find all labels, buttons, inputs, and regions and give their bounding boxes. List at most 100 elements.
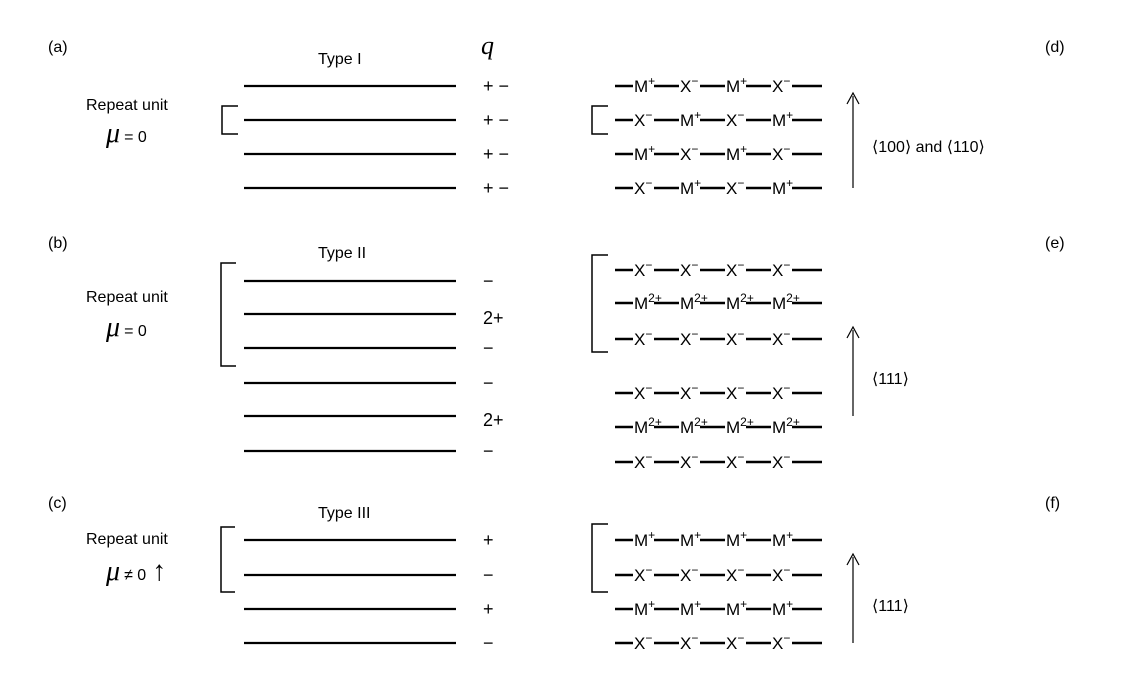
layer-charge: + −: [483, 144, 509, 164]
ion-label: M+: [726, 528, 747, 550]
dipole-label-1: μ= 0: [105, 118, 147, 149]
ion-label: X−: [634, 563, 652, 585]
ion-label: X−: [634, 108, 652, 130]
ion-label: M+: [680, 176, 701, 198]
ion-label: X−: [680, 631, 698, 653]
ion-label: X−: [726, 381, 744, 403]
ion-label: X−: [772, 450, 790, 472]
ion-label: M+: [680, 108, 701, 130]
ion-label: X−: [680, 74, 698, 96]
type-title-1: Type I: [318, 51, 362, 68]
ion-row: X−X−X−X−: [615, 327, 822, 349]
ion-label: M+: [680, 597, 701, 619]
ion-row: X−X−X−X−: [615, 258, 822, 280]
panel-label-a: (a): [48, 39, 68, 56]
ion-label: M2+: [726, 291, 754, 313]
layer-charge: −: [483, 565, 494, 585]
ion-bracket-1: [591, 105, 608, 135]
layer-charge: 2+: [483, 410, 504, 430]
ion-row: M2+M2+M2+M2+: [615, 291, 822, 313]
ion-label: M+: [726, 142, 747, 164]
ion-label: M+: [726, 597, 747, 619]
arrow-head-icon: [846, 552, 860, 566]
ion-label: X−: [680, 563, 698, 585]
ion-label: M+: [772, 108, 793, 130]
panel-label-b: (b): [48, 235, 68, 252]
ion-label: X−: [726, 258, 744, 280]
arrow-head-icon: [846, 91, 860, 105]
repeat-unit-label-3: Repeat unit: [86, 531, 168, 548]
ion-row: M2+M2+M2+M2+: [615, 415, 822, 437]
ion-row: M+X−M+X−: [615, 142, 822, 164]
ion-label: M+: [634, 528, 655, 550]
ion-label: X−: [726, 450, 744, 472]
ion-label: X−: [772, 563, 790, 585]
ion-label: X−: [772, 631, 790, 653]
layer-charge: −: [483, 373, 494, 393]
ion-label: M2+: [680, 291, 708, 313]
repeat-bracket-1: [221, 105, 238, 135]
ion-label: X−: [634, 258, 652, 280]
ion-label: X−: [772, 74, 790, 96]
ion-label: X−: [772, 142, 790, 164]
layer-charge: −: [483, 338, 494, 358]
ion-label: X−: [772, 258, 790, 280]
crystal-direction-3: ⟨111⟩: [872, 598, 909, 615]
ion-bracket-2: [591, 254, 608, 353]
ion-row: X− X− X− X−: [615, 381, 822, 403]
dipole-label-2: μ= 0: [105, 312, 147, 343]
ion-row: M+M+M+M+: [615, 528, 822, 550]
ion-label: M+: [772, 528, 793, 550]
ion-label: X−: [634, 327, 652, 349]
ion-label: X−: [726, 108, 744, 130]
charge-header: q: [481, 31, 494, 60]
type-title-3: Type III: [318, 505, 370, 522]
repeat-unit-label-1: Repeat unit: [86, 97, 168, 114]
ion-label: X−: [634, 450, 652, 472]
ion-label: M2+: [680, 415, 708, 437]
panel-label-d: (d): [1045, 39, 1065, 56]
ion-label: X−: [634, 176, 652, 198]
ion-label: X−: [680, 450, 698, 472]
ion-stack-2: X−X−X−X− M2+M2+M2+M2+ X−X−X−X− X−X−X−X− …: [615, 258, 822, 472]
ion-row: X− X− X− X−: [615, 631, 822, 653]
arrow-head-icon: [846, 325, 860, 339]
ion-stack-1: M+ X− M+ X− X− M+ X− M+ M+ X− M+ X− X− M+ X− M+: [615, 74, 822, 198]
ion-label: X−: [726, 327, 744, 349]
ion-label: X−: [726, 631, 744, 653]
type-title-2: Type II: [318, 245, 366, 262]
panel-label-e: (e): [1045, 235, 1065, 252]
ion-label: M2+: [634, 415, 662, 437]
ion-label: M2+: [634, 291, 662, 313]
repeat-bracket-3: [220, 526, 235, 593]
crystal-direction-2: ⟨111⟩: [872, 371, 909, 388]
layer-charge: + −: [483, 76, 509, 96]
ion-label: X−: [726, 176, 744, 198]
panel-label-c: (c): [48, 495, 67, 512]
ion-label: M+: [772, 176, 793, 198]
ion-label: X−: [772, 381, 790, 403]
crystal-direction-1: ⟨100⟩ and ⟨110⟩: [872, 139, 985, 156]
ion-bracket-3: [591, 523, 608, 593]
layer-charge: +: [483, 599, 494, 619]
ion-row: X− M+ X− M+: [615, 108, 822, 130]
layer-charge: −: [483, 271, 494, 291]
ion-row: X−X−X−X−: [615, 563, 822, 585]
ion-label: M2+: [772, 415, 800, 437]
ion-label: M+: [634, 597, 655, 619]
ion-label: X−: [634, 631, 652, 653]
ion-label: X−: [634, 381, 652, 403]
ion-label: X−: [680, 327, 698, 349]
ion-row: M+M+M+M+: [615, 597, 822, 619]
ion-stack-3: M+M+M+M+ X−X−X−X− M+M+M+M+ X−X−X−X−: [615, 528, 822, 653]
ion-label: M+: [634, 142, 655, 164]
panel-label-f: (f): [1045, 495, 1060, 512]
dipole-label-3: μ≠ 0↑: [105, 556, 166, 587]
layer-charge: + −: [483, 178, 509, 198]
ion-label: X−: [680, 381, 698, 403]
ion-label: M+: [634, 74, 655, 96]
layer-charge: −: [483, 633, 494, 653]
ion-row: X− X− X− X−: [615, 450, 822, 472]
